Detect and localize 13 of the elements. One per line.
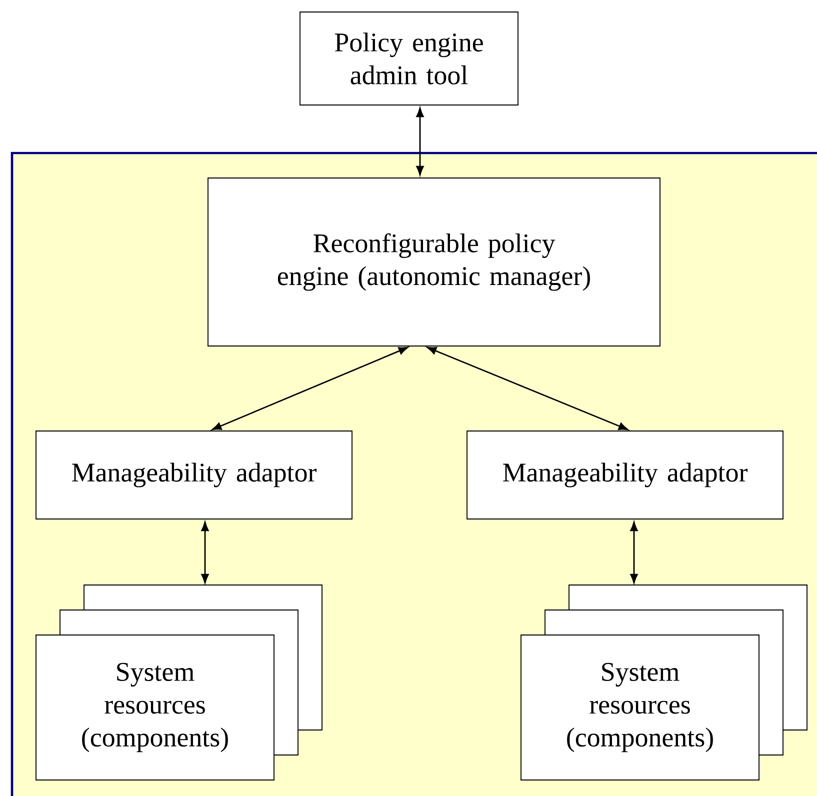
arrow: [201, 522, 209, 584]
arrow: [416, 108, 424, 176]
process-box: Policy engine admin tool: [300, 12, 518, 106]
arrow: [427, 346, 628, 430]
node-label: (components): [567, 728, 713, 752]
arrow: [212, 346, 408, 430]
process-box: Manageability adaptor: [36, 430, 352, 520]
stacked-boxes: System resources (components): [520, 584, 808, 780]
process-box: Reconfigurable policy engine (autonomic manager): [208, 178, 660, 346]
node-label: (components): [82, 728, 228, 752]
arrow: [630, 522, 638, 584]
stacked-boxes: System resources (components): [36, 584, 322, 780]
process-box: Manageability adaptor: [466, 430, 784, 520]
